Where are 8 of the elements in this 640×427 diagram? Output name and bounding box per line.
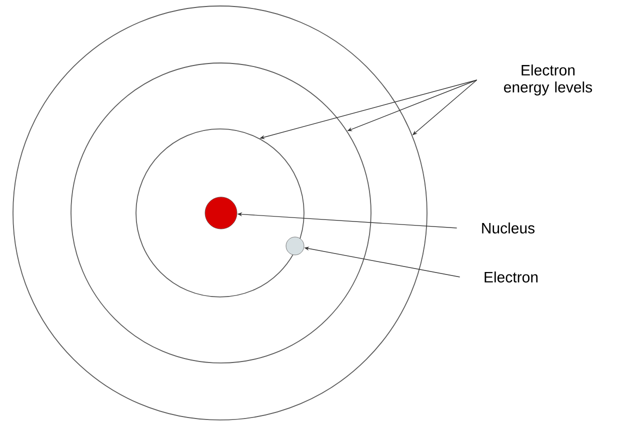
label-text: Nucleus [482,222,535,234]
energy-level-ring [70,62,372,364]
nucleus-ball [204,196,238,230]
energy-level-ring [12,6,428,420]
label-text: Electron energy levels [504,64,592,96]
label-text: Electron [484,271,538,282]
electron-ball [286,236,304,256]
energy-level-ring [136,128,304,298]
